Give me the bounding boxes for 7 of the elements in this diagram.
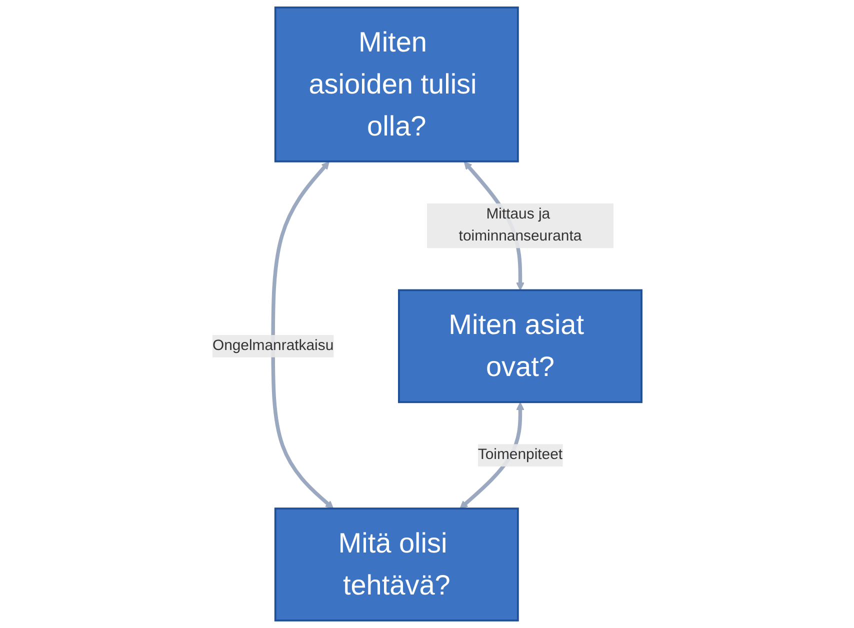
- node-box: Miten asioiden tulisi olla?: [274, 6, 519, 162]
- arrow: [271, 161, 334, 509]
- node-box: Miten asiat ovat?: [398, 289, 642, 404]
- node-box: Mitä olisi tehtävä?: [274, 508, 519, 622]
- edge-label: Toimenpiteet: [478, 446, 563, 463]
- edge-label: Ongelmanratkaisu: [212, 338, 334, 354]
- edge-label: Mittaus ja toiminnanseuranta: [458, 206, 582, 244]
